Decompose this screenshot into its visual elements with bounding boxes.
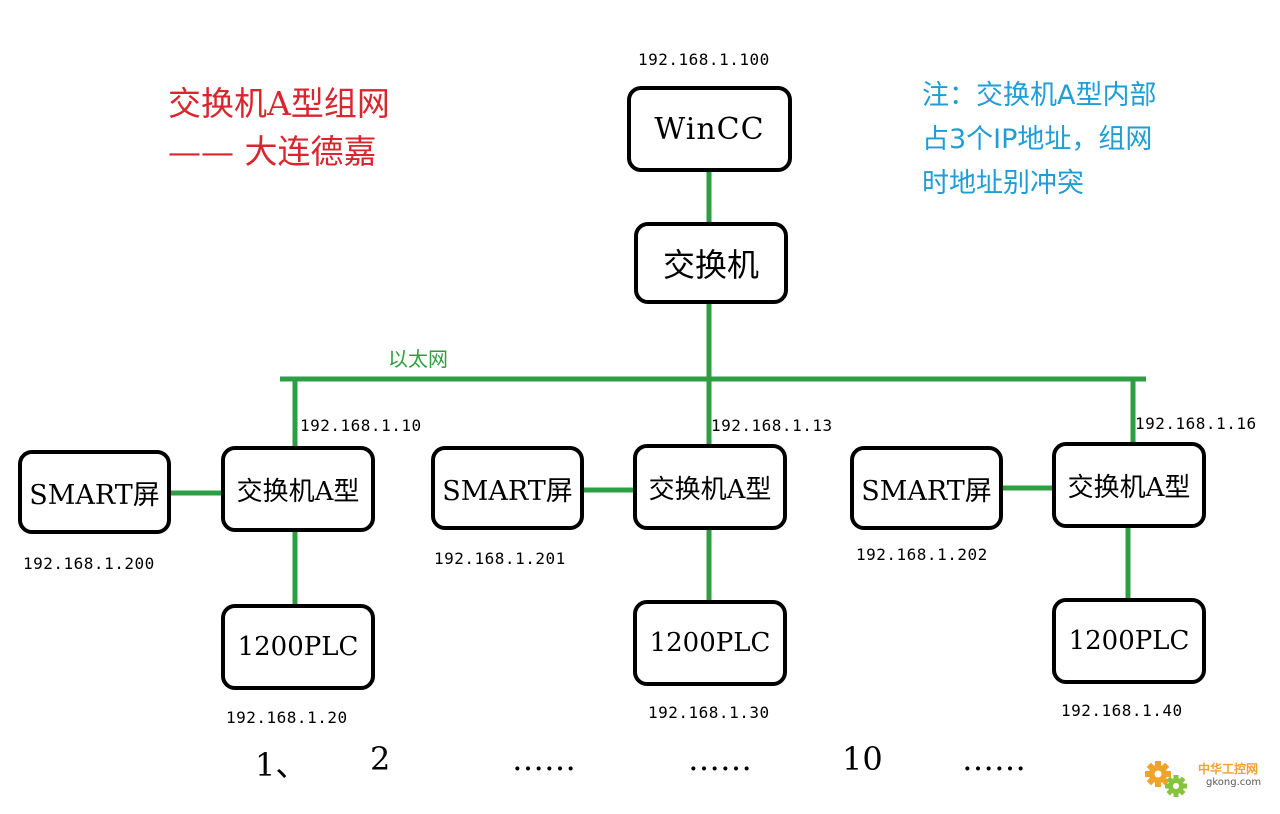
ethernet-label: 以太网 bbox=[388, 347, 448, 371]
switch-a-label: 交换机A型 bbox=[1067, 472, 1191, 503]
plc-label: 1200PLC bbox=[1068, 626, 1190, 656]
smart-hmi-node: SMART屏 bbox=[18, 450, 171, 534]
switch-a-label: 交换机A型 bbox=[236, 476, 360, 507]
smart-hmi-ip: 192.168.1.201 bbox=[434, 549, 566, 568]
core-switch-node: 交换机 bbox=[634, 222, 788, 304]
switch-a-ip: 192.168.1.10 bbox=[300, 416, 422, 435]
wincc-ip: 192.168.1.100 bbox=[638, 50, 770, 69]
switch-a-ip: 192.168.1.16 bbox=[1135, 414, 1257, 433]
plc-node: 1200PLC bbox=[1052, 598, 1206, 684]
core-switch-label: 交换机 bbox=[662, 246, 759, 284]
watermark: 中华工控网 gkong.com bbox=[1142, 752, 1274, 806]
smart-hmi-ip: 192.168.1.200 bbox=[23, 554, 155, 573]
plc-node: 1200PLC bbox=[633, 600, 787, 686]
title-line-1: 交换机A型组网 bbox=[168, 84, 390, 123]
plc-ip: 192.168.1.30 bbox=[648, 703, 770, 722]
diagram-title: 交换机A型组网 —— 大连德嘉 bbox=[168, 80, 390, 176]
wincc-label: WinCC bbox=[654, 111, 765, 147]
plc-ip: 192.168.1.40 bbox=[1061, 701, 1183, 720]
sequence-item: …… bbox=[512, 740, 576, 778]
plc-ip: 192.168.1.20 bbox=[226, 708, 348, 727]
wincc-node: WinCC bbox=[627, 86, 792, 172]
sequence-item: …… bbox=[962, 740, 1026, 778]
sequence-item: 1、 bbox=[255, 746, 308, 784]
switch-a-node: 交换机A型 bbox=[221, 446, 375, 532]
note-text: 注：交换机A型内部 占3个IP地址，组网 时地址别冲突 bbox=[922, 74, 1156, 206]
smart-hmi-label: SMART屏 bbox=[442, 475, 573, 507]
sequence-item: 10 bbox=[842, 740, 883, 778]
smart-hmi-node: SMART屏 bbox=[431, 446, 584, 530]
sequence-item: …… bbox=[688, 740, 752, 778]
plc-label: 1200PLC bbox=[237, 632, 359, 662]
smart-hmi-label: SMART屏 bbox=[861, 475, 992, 507]
note-line-2: 占3个IP地址，组网 bbox=[922, 124, 1153, 155]
title-line-2: —— 大连德嘉 bbox=[168, 132, 377, 171]
switch-a-node: 交换机A型 bbox=[633, 444, 787, 530]
plc-label: 1200PLC bbox=[649, 628, 771, 658]
smart-hmi-label: SMART屏 bbox=[29, 479, 160, 511]
watermark-url: gkong.com bbox=[1206, 777, 1262, 788]
switch-a-label: 交换机A型 bbox=[648, 474, 772, 505]
sequence-item: 2 bbox=[370, 740, 391, 778]
note-line-1: 注：交换机A型内部 bbox=[922, 80, 1157, 111]
switch-a-ip: 192.168.1.13 bbox=[711, 416, 833, 435]
plc-node: 1200PLC bbox=[221, 604, 375, 690]
note-line-3: 时地址别冲突 bbox=[922, 168, 1084, 199]
smart-hmi-node: SMART屏 bbox=[850, 446, 1003, 530]
switch-a-node: 交换机A型 bbox=[1052, 442, 1206, 528]
watermark-brand: 中华工控网 bbox=[1198, 762, 1259, 776]
smart-hmi-ip: 192.168.1.202 bbox=[856, 545, 988, 564]
gear-icon bbox=[1145, 761, 1187, 797]
